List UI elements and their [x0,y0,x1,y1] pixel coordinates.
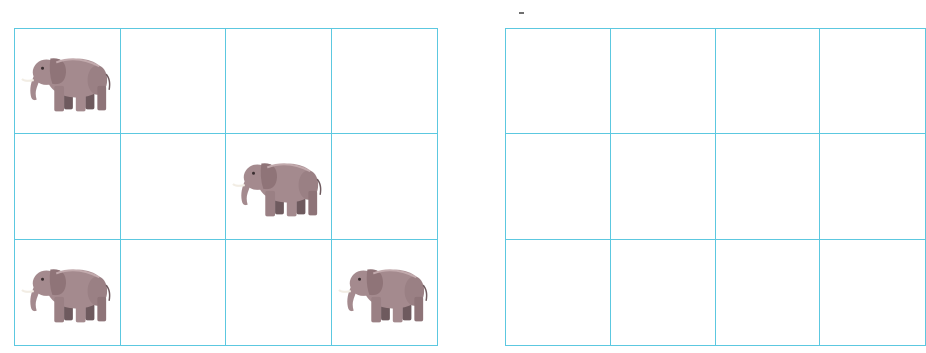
elephant-icon [21,258,113,326]
grid-cell [121,134,227,239]
grid-cell [716,240,821,345]
grid-cell [121,240,227,345]
grid-cell [15,29,121,134]
elephant-icon [338,258,430,326]
grid-cell [611,240,716,345]
elephant-icon [232,152,324,220]
grid-cell [506,29,611,134]
grid-cell [716,29,821,134]
grid-cell [332,240,438,345]
grid-cell [820,240,925,345]
grid-cell [226,134,332,239]
grid-cell [820,134,925,239]
grid-right [505,28,926,346]
grid-cell [15,134,121,239]
grid-cell [611,29,716,134]
grid-cell [506,134,611,239]
grid-cell [332,134,438,239]
stray-mark [519,12,524,14]
grid-cell [716,134,821,239]
grid-cell [226,240,332,345]
grid-cell [15,240,121,345]
grid-cell [820,29,925,134]
grid-cell [226,29,332,134]
grid-cell [611,134,716,239]
grid-cell [332,29,438,134]
grid-cell [121,29,227,134]
elephant-icon [21,47,113,115]
grid-cell [506,240,611,345]
grid-left [14,28,438,346]
